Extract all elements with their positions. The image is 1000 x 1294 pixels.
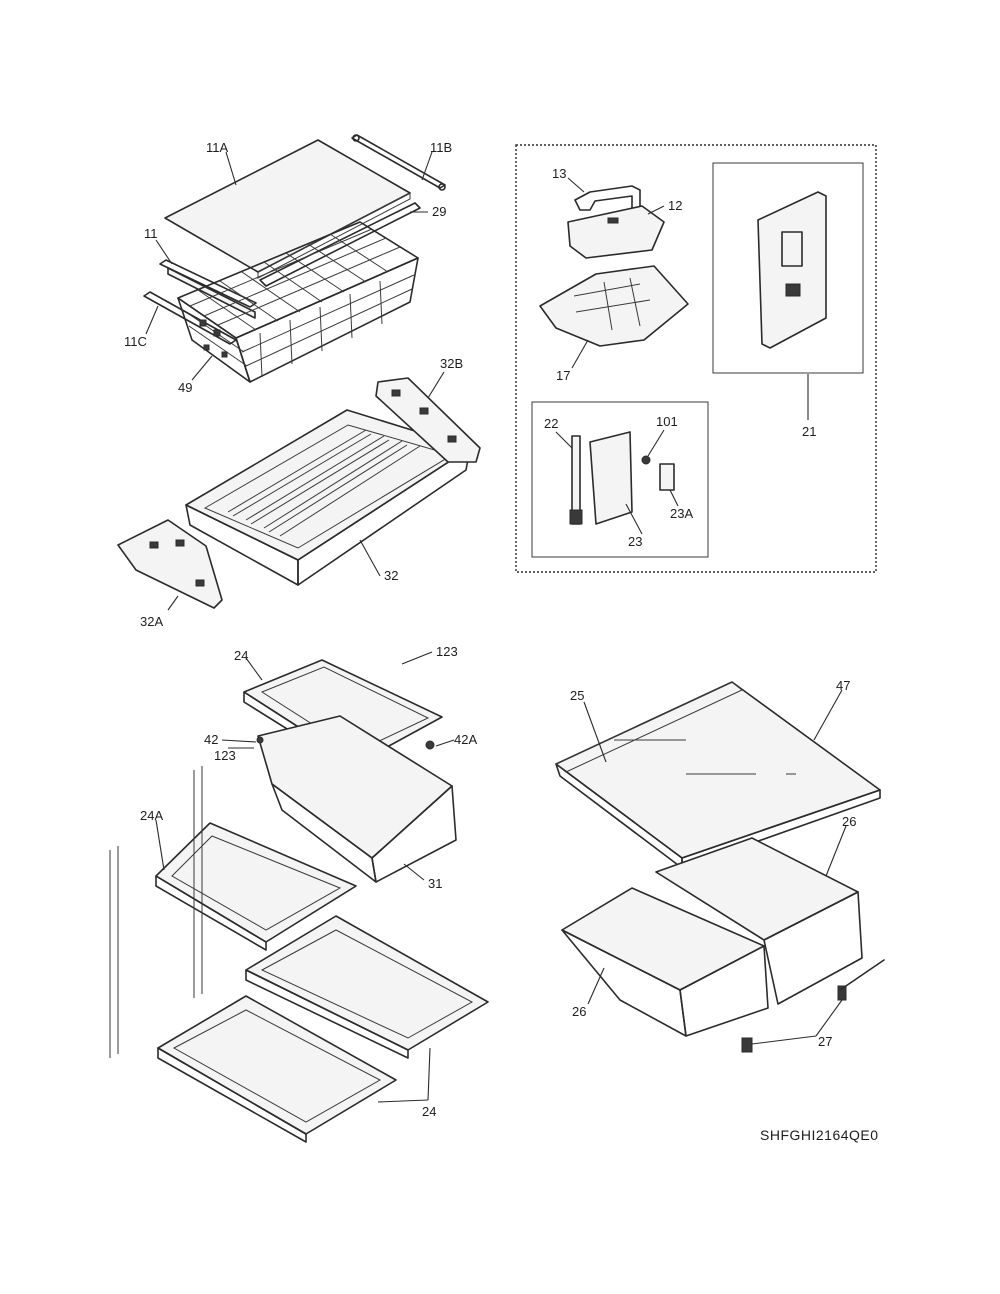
crisper-assembly	[555, 681, 885, 1053]
label-32A: 32A	[140, 614, 163, 629]
label-31: 31	[428, 876, 442, 891]
label-11B: 11B	[430, 140, 452, 155]
label-24-bottom: 24	[422, 1104, 436, 1119]
label-25: 25	[570, 688, 584, 703]
label-32B: 32B	[440, 356, 463, 371]
front-trim	[259, 202, 421, 287]
valve-frame	[531, 401, 709, 558]
label-27: 27	[818, 1034, 832, 1049]
ice-bucket	[567, 205, 665, 259]
label-49: 49	[178, 380, 192, 395]
pantry-drawer-assembly	[117, 377, 481, 609]
dispenser-cover	[757, 191, 827, 349]
label-11: 11	[144, 226, 158, 241]
label-123-mid: 123	[214, 748, 236, 763]
label-22: 22	[544, 416, 558, 431]
valve-clip	[659, 463, 675, 491]
basket-rail	[143, 291, 237, 345]
label-23A: 23A	[670, 506, 693, 521]
label-11C: 11C	[124, 334, 147, 349]
leader-lines	[145, 151, 847, 1103]
label-26-right: 26	[842, 814, 856, 829]
label-11A: 11A	[206, 140, 228, 155]
label-101: 101	[656, 414, 678, 429]
diagram-code: SHFGHI2164QE0	[760, 1127, 879, 1143]
label-123-top: 123	[436, 644, 458, 659]
label-26-left: 26	[572, 1004, 586, 1019]
label-47: 47	[836, 678, 850, 693]
cover-frame	[712, 162, 864, 374]
crisper-cover-grille	[555, 681, 743, 773]
label-21: 21	[802, 424, 816, 439]
label-13: 13	[552, 166, 566, 181]
label-24A: 24A	[140, 808, 163, 823]
label-24-top: 24	[234, 648, 248, 663]
crisper-rail-a	[741, 1037, 753, 1053]
label-29: 29	[432, 204, 446, 219]
dispenser-parts	[539, 185, 827, 525]
label-42A: 42A	[454, 732, 477, 747]
glass-shelf-assembly	[159, 134, 446, 319]
label-23: 23	[628, 534, 642, 549]
label-17: 17	[556, 368, 570, 383]
valve-bracket	[589, 431, 633, 525]
label-42: 42	[204, 732, 218, 747]
dispenser-parts-frame	[515, 144, 877, 573]
side-trim	[159, 259, 257, 308]
crisper-drawer	[257, 715, 453, 859]
label-32: 32	[384, 568, 398, 583]
part-labels: 11A 11B 29 11 11C 49 32B 32 32A 13 12 17…	[124, 140, 879, 1143]
wire-basket	[143, 221, 419, 383]
door-shelves	[109, 659, 489, 1143]
label-12: 12	[668, 198, 682, 213]
